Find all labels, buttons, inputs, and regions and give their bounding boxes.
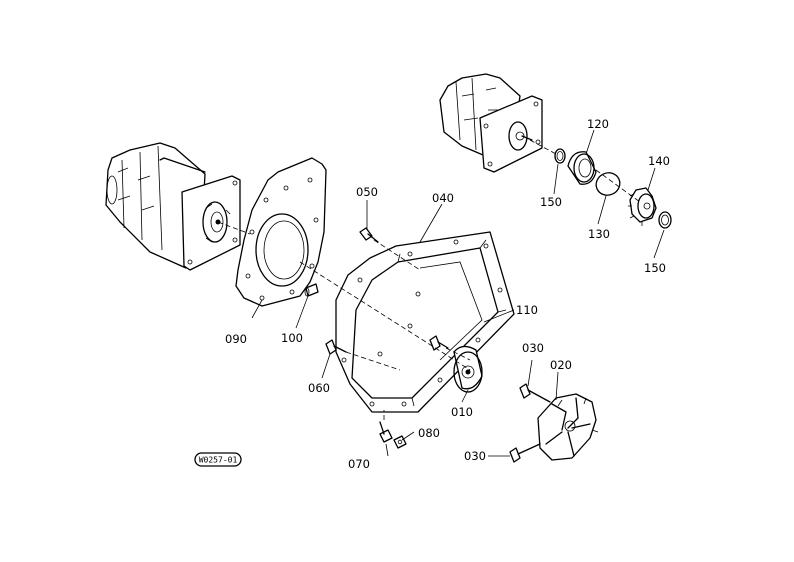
pin-100 [304,283,319,297]
hub-010 [453,345,483,393]
bolt-110 [429,335,449,351]
drawing-reference-badge: W0257-01 [194,452,242,467]
part-label-130: 130 [588,227,610,241]
o-ring-130 [595,172,621,196]
part-label-080: 080 [418,426,440,440]
bolt-050 [359,227,379,243]
snap-ring-150-upper [554,148,566,164]
part-label-120: 120 [587,117,609,131]
part-label-140: 140 [648,154,670,168]
nut-080 [393,435,407,449]
flywheel-housing-040 [335,231,515,413]
drawing-reference-text: W0257-01 [199,456,238,465]
part-label-060: 060 [308,381,330,395]
oil-seal-120 [567,151,597,185]
part-label-010: 010 [451,405,473,419]
part-label-090: 090 [225,332,247,346]
hydraulic-pump-left [105,142,241,271]
alignment-lines [217,139,641,420]
bolt-030-lower [509,443,541,463]
gear-140 [628,187,657,226]
part-label-030-lower: 030 [464,449,486,463]
part-label-150-upper: 150 [540,195,562,209]
bolt-070 [379,421,393,443]
snap-ring-150-lower [658,211,672,229]
bolt-060 [325,339,347,355]
part-label-100: 100 [281,331,303,345]
leader-lines [251,129,665,457]
part-label-020: 020 [550,358,572,372]
gasket-plate-090 [235,157,327,307]
hydraulic-pump-upper [439,73,543,173]
part-label-110: 110 [516,303,538,317]
part-label-150-lower: 150 [644,261,666,275]
part-label-070: 070 [348,457,370,471]
part-label-030-upper: 030 [522,341,544,355]
bolt-030-upper [519,383,551,403]
coupling-020 [537,393,599,461]
part-label-050: 050 [356,185,378,199]
part-label-040: 040 [432,191,454,205]
